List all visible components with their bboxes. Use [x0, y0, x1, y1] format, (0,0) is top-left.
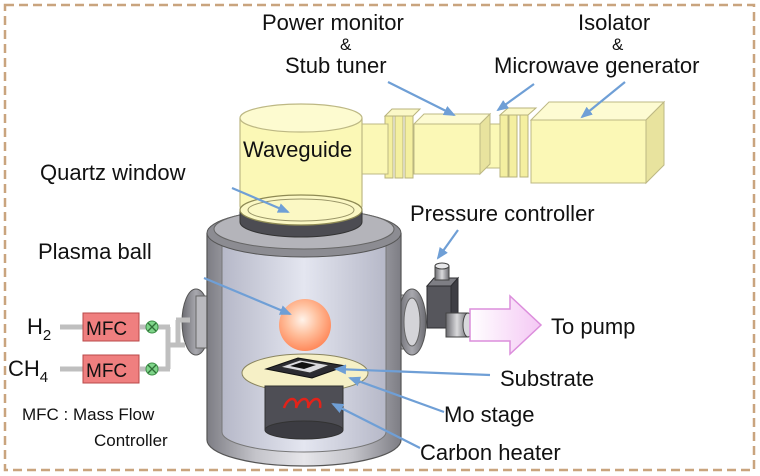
arrow-mo-stage [348, 376, 445, 414]
label-carbon-heater: Carbon heater [420, 440, 561, 465]
gas-lines [60, 317, 190, 372]
power-monitor-flange [383, 108, 422, 179]
label-microwave-generator: Microwave generator [494, 53, 699, 78]
arrow-pressure-controller [436, 229, 459, 260]
mfc-ch4-box [82, 354, 140, 384]
arrow-carbon-heater [331, 403, 421, 449]
label-mfc-legend-2: Controller [94, 431, 168, 450]
pressure-controller-valve [425, 262, 474, 338]
label-quartz-window: Quartz window [40, 160, 186, 185]
label-mfc-2: MFC [86, 361, 127, 382]
label-ampersand-2: & [612, 35, 624, 54]
arrow-plasma-ball [203, 276, 292, 316]
dashed-frame [3, 3, 756, 472]
plasma-ball [279, 299, 331, 351]
label-ch4: CH4 [8, 356, 48, 386]
waveguide [239, 103, 389, 223]
carbon-heater-coil [282, 397, 322, 409]
label-waveguide: Waveguide [243, 137, 352, 162]
label-mfc-1: MFC [86, 319, 127, 340]
label-pressure-controller: Pressure controller [410, 201, 595, 226]
arrow-stub-tuner [387, 81, 456, 116]
label-mfc-legend-1: MFC : Mass Flow [22, 405, 155, 424]
arrow-power-monitor [496, 83, 535, 112]
arrow-microwave-generator [580, 81, 626, 119]
mo-stage-assembly [241, 353, 369, 440]
label-substrate: Substrate [500, 366, 594, 391]
arrow-substrate [334, 364, 491, 377]
label-stub-tuner: Stub tuner [285, 53, 387, 78]
label-mo-stage: Mo stage [444, 402, 535, 427]
label-to-pump: To pump [551, 314, 635, 339]
stub-tuner-box [412, 112, 501, 176]
label-isolator: Isolator [578, 10, 650, 35]
arrow-quartz-window [231, 186, 290, 214]
quartz-window-disk [239, 194, 363, 226]
label-h2: H2 [27, 314, 51, 344]
microwave-generator-box [529, 100, 666, 185]
valve-ch4 [145, 362, 159, 376]
label-power-monitor: Power monitor [262, 10, 404, 35]
mfc-h2-box [82, 312, 140, 342]
valve-h2 [145, 320, 159, 334]
to-pump-arrow [469, 294, 543, 356]
label-plasma-ball: Plasma ball [38, 239, 152, 264]
label-ampersand-1: & [340, 35, 352, 54]
